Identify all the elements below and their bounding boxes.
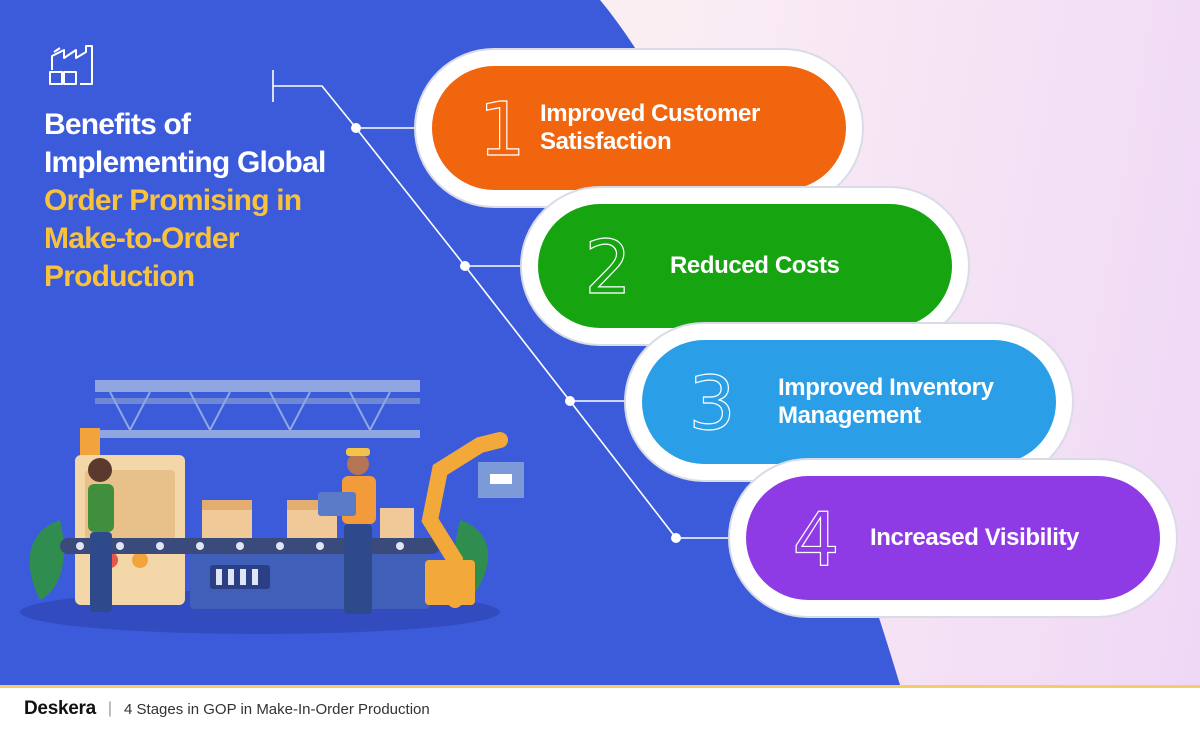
benefit-card-1: 1 Improved Customer Satisfaction [414,48,864,208]
title-line: Benefits of [44,108,191,141]
benefit-label: Improved Customer Satisfaction [540,100,760,156]
benefit-card-4: 4 Increased Visibility [728,458,1178,618]
title-line-highlight: Order Promising in [44,184,302,217]
benefit-number-2: 2 [584,229,632,303]
svg-text:2: 2 [584,229,631,303]
svg-text:3: 3 [688,365,735,439]
benefit-label: Improved Inventory Management [778,374,994,430]
benefit-label-line: Improved Customer [540,100,760,127]
benefit-pill: 4 Increased Visibility [746,476,1160,600]
benefit-card-3: 3 Improved Inventory Management [624,322,1074,482]
svg-text:4: 4 [792,501,839,575]
factory-icon [49,45,93,85]
title-line-highlight: Make-to-Order [44,222,239,255]
footer-caption: 4 Stages in GOP in Make-In-Order Product… [124,700,430,718]
factory-illustration [20,380,524,634]
svg-text:1: 1 [478,91,525,165]
benefit-label: Increased Visibility [870,524,1079,552]
footer-separator: | [107,700,113,717]
benefit-pill: 2 Reduced Costs [538,204,952,328]
benefit-label: Reduced Costs [670,252,840,280]
benefit-number-1: 1 [478,91,526,165]
benefit-label-line: Reduced Costs [670,252,840,279]
benefit-label-line: Satisfaction [540,128,672,155]
page-title: Benefits of Implementing Global Order Pr… [44,106,384,296]
connector-dots [351,123,681,543]
benefit-number-4: 4 [792,501,840,575]
benefit-label-line: Management [778,402,921,429]
benefit-pill: 3 Improved Inventory Management [642,340,1056,464]
title-line-highlight: Production [44,260,195,293]
footer: Deskera | 4 Stages in GOP in Make-In-Ord… [0,685,1200,730]
infographic-canvas: Benefits of Implementing Global Order Pr… [0,0,1200,685]
title-line: Implementing Global [44,146,326,179]
brand-logo: Deskera [24,698,96,719]
benefit-card-2: 2 Reduced Costs [520,186,970,346]
benefit-number-3: 3 [688,365,736,439]
benefit-label-line: Improved Inventory [778,374,994,401]
benefit-pill: 1 Improved Customer Satisfaction [432,66,846,190]
benefit-label-line: Increased Visibility [870,524,1079,551]
